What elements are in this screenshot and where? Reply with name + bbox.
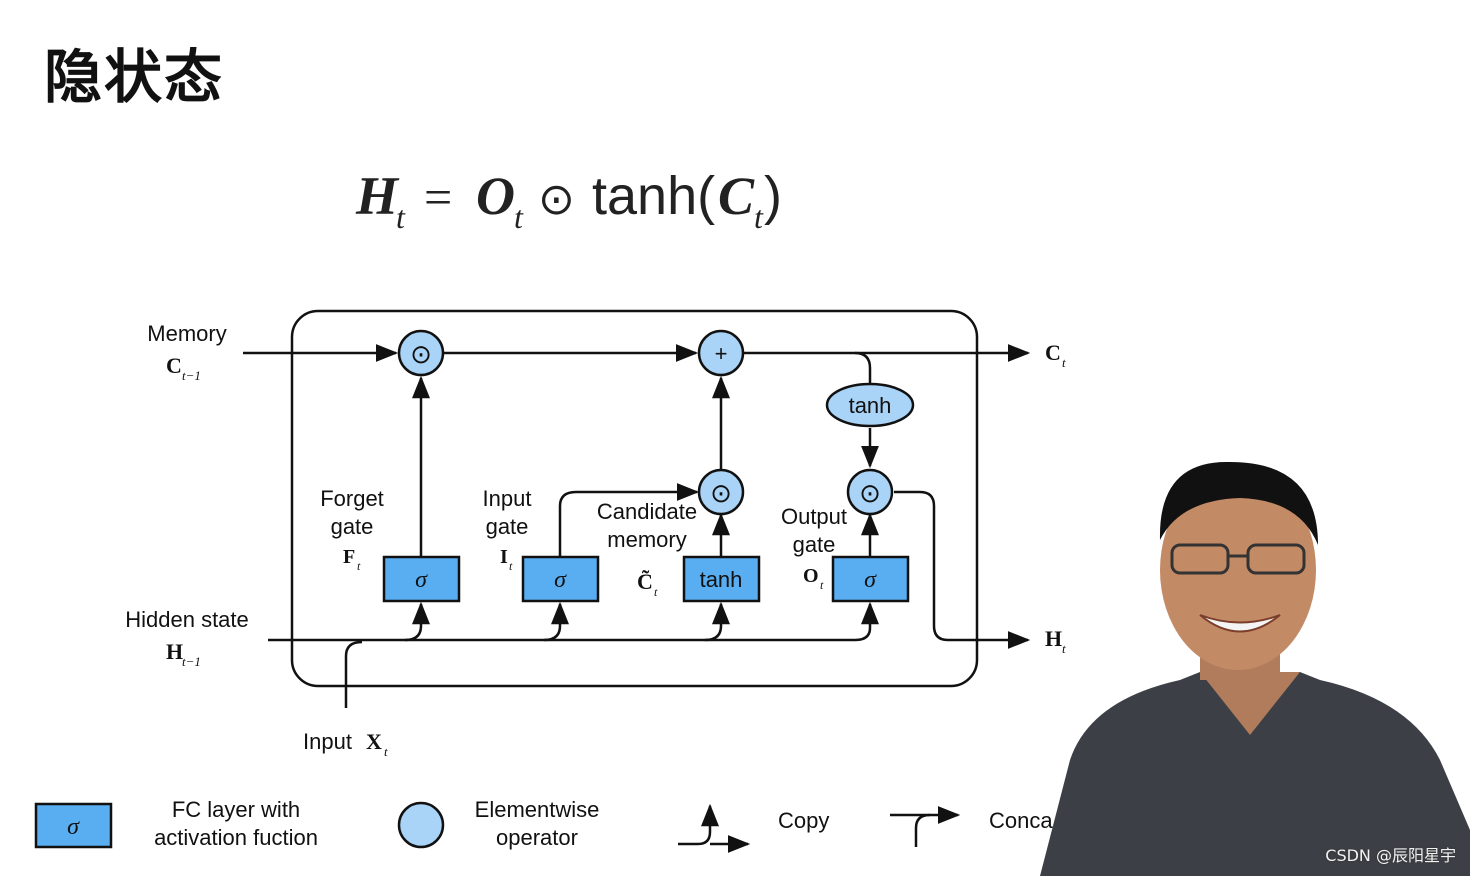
- output-gate-box: σ: [831, 555, 910, 603]
- legend-concat-branch: [914, 813, 931, 847]
- input-x-var: X: [366, 729, 382, 754]
- svg-text:⊙: ⊙: [859, 479, 881, 509]
- presenter-neck: [1200, 672, 1300, 735]
- output-mult-node: ⊙: [846, 468, 894, 516]
- presenter-hair: [1159, 461, 1318, 545]
- candidate-sub: t: [654, 585, 658, 599]
- presenter-glasses-right: [1246, 543, 1306, 575]
- formula-close-paren: ): [764, 166, 782, 226]
- hidden-to-output-gate-arrow: [268, 601, 879, 642]
- output-gate-var: O: [803, 565, 819, 587]
- input-mult-node: ⊙: [697, 468, 745, 516]
- forget-gate-sub: t: [357, 559, 361, 573]
- hidden-out-arrow: [894, 490, 1031, 649]
- forget-gate-label-2: gate: [331, 514, 374, 539]
- output-h-sub: t: [1062, 641, 1066, 656]
- memory-sub: t−1: [182, 368, 201, 383]
- svg-text:σ: σ: [554, 567, 567, 593]
- candidate-box: tanh: [682, 555, 761, 603]
- input-gate-label-2: gate: [486, 514, 529, 539]
- hidden-sub: t−1: [182, 654, 201, 669]
- candidate-label-1: Candidate: [597, 499, 697, 524]
- legend-fc-label-2: activation fuction: [154, 825, 318, 850]
- presenter-shirt: [1040, 672, 1470, 876]
- formula-c-sub: t: [754, 199, 764, 235]
- input-gate-to-mult-arrow: [558, 483, 700, 556]
- svg-text:tanh: tanh: [849, 393, 892, 418]
- output-gate-sub: t: [820, 578, 824, 592]
- hidden-label: Hidden state: [125, 607, 249, 632]
- candidate-var: C̃: [637, 569, 653, 594]
- input-x-label: Input: [303, 729, 352, 754]
- page-title: 隐状态: [44, 43, 225, 111]
- memory-var: C: [166, 353, 182, 378]
- svg-text:σ: σ: [415, 567, 428, 593]
- memory-to-tanh-line: [854, 351, 872, 384]
- svg-text:+: +: [715, 341, 728, 366]
- output-gate-label-2: gate: [793, 532, 836, 557]
- presenter-smile: [1199, 614, 1281, 633]
- formula-equals: =: [424, 169, 452, 225]
- tanh-ellipse-node: tanh: [825, 382, 915, 428]
- input-gate-var: I: [500, 546, 508, 568]
- memory-label: Memory: [147, 321, 226, 346]
- forget-gate-label-1: Forget: [320, 486, 384, 511]
- svg-text:σ: σ: [864, 567, 877, 593]
- legend-copy-label: Copy: [778, 808, 829, 833]
- legend-fc-box: σ: [34, 802, 113, 849]
- legend-copy-up-arrow: [678, 803, 719, 846]
- input-x-line: [344, 640, 363, 708]
- output-c-var: C: [1045, 340, 1061, 365]
- svg-text:tanh: tanh: [700, 567, 743, 592]
- input-gate-sub: t: [509, 559, 513, 573]
- to-forget-gate-arrow: [404, 601, 430, 642]
- presenter-face: [1160, 470, 1316, 670]
- csdn-watermark: CSDN @辰阳星宇: [1325, 846, 1456, 865]
- formula: H t = O t ⊙ tanh( C t ): [355, 166, 782, 235]
- to-input-gate-arrow: [543, 601, 569, 642]
- memory-plus-node: +: [697, 329, 745, 377]
- input-x-sub: t: [384, 744, 388, 759]
- output-gate-label-1: Output: [781, 504, 847, 529]
- hidden-var: H: [166, 639, 183, 664]
- forget-mult-node: ⊙: [397, 329, 445, 377]
- to-candidate-arrow: [704, 601, 730, 642]
- formula-c: C: [718, 166, 755, 226]
- formula-o-sub: t: [514, 199, 524, 235]
- formula-tanh: tanh(: [592, 166, 715, 226]
- candidate-label-2: memory: [607, 527, 686, 552]
- output-h-var: H: [1045, 626, 1062, 651]
- presenter-glasses-left: [1170, 543, 1230, 575]
- legend-fc-label-1: FC layer with: [172, 797, 300, 822]
- formula-odot: ⊙: [538, 174, 575, 225]
- lstm-cell-outline: [290, 309, 979, 688]
- formula-h-sub: t: [396, 199, 406, 235]
- svg-text:⊙: ⊙: [410, 340, 432, 370]
- input-gate-label-1: Input: [483, 486, 532, 511]
- svg-text:σ: σ: [67, 814, 80, 840]
- output-c-sub: t: [1062, 355, 1066, 370]
- forget-gate-box: σ: [382, 555, 461, 603]
- formula-h: H: [355, 166, 400, 226]
- forget-gate-var: F: [343, 546, 355, 568]
- input-gate-box: σ: [521, 555, 600, 603]
- legend-concat-label: Conca: [989, 808, 1053, 833]
- legend-elementwise-label-2: operator: [496, 825, 578, 850]
- legend: σ FC layer with activation fuction Eleme…: [34, 797, 1053, 853]
- formula-o: O: [476, 166, 515, 226]
- legend-elementwise-label-1: Elementwise: [475, 797, 600, 822]
- svg-text:⊙: ⊙: [710, 479, 732, 509]
- presenter-video-overlay: [1040, 461, 1470, 876]
- legend-elementwise-circle: [397, 801, 445, 849]
